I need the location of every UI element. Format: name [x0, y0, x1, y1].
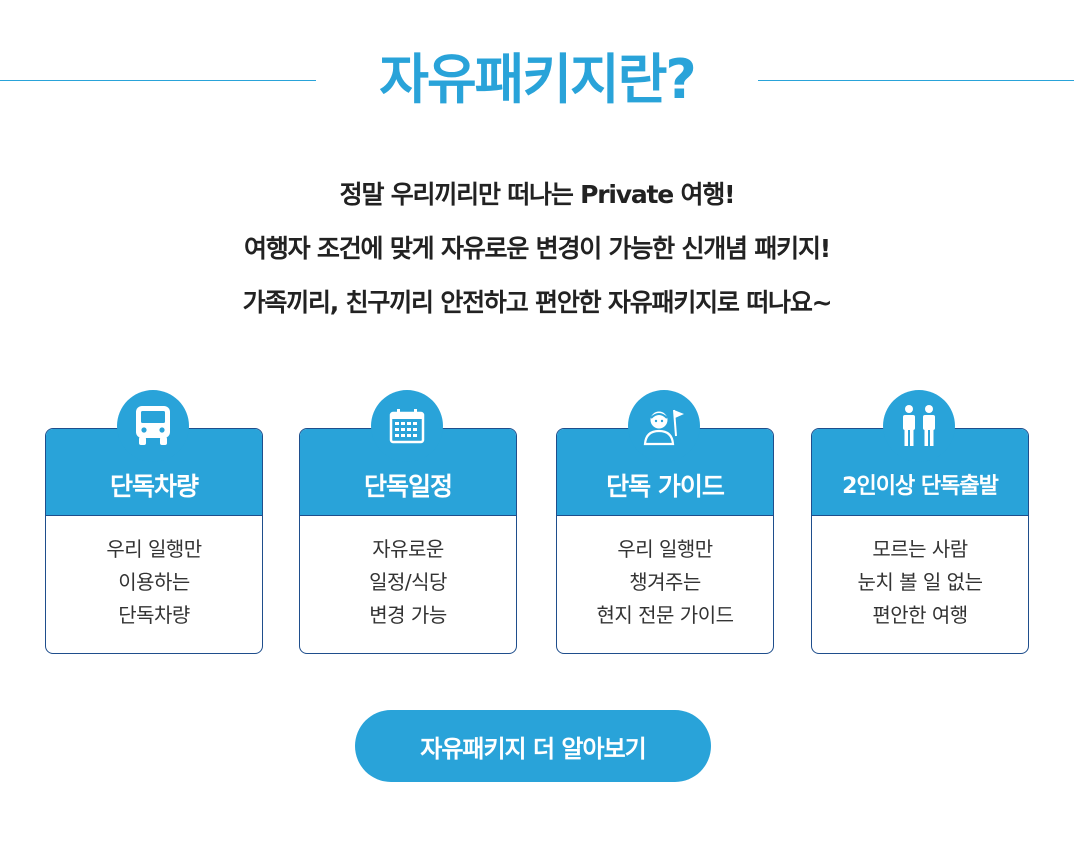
card-desc-line: 우리 일행만	[617, 537, 713, 561]
intro-text: 정말 우리끼리만 떠나는 Private 여행! 여행자 조건에 맞게 자유로운…	[0, 168, 1074, 330]
card-title: 2인이상 단독출발	[842, 474, 999, 499]
card-title: 단독차량	[109, 472, 199, 501]
two-people-icon-badge	[883, 390, 955, 462]
card-desc-line: 이용하는	[118, 570, 190, 594]
bus-icon-badge	[117, 390, 189, 462]
card-desc-line: 현지 전문 가이드	[596, 603, 734, 627]
card-description: 우리 일행만 챙겨주는 현지 전문 가이드	[557, 516, 773, 632]
card-desc-line: 일정/식당	[369, 570, 447, 594]
card-desc-line: 자유로운	[372, 537, 444, 561]
tour-guide-icon-badge	[628, 390, 700, 462]
card-description: 자유로운 일정/식당 변경 가능	[300, 516, 516, 632]
card-title: 단독일정	[363, 472, 453, 501]
title-divider-left	[0, 80, 316, 81]
bus-icon	[136, 406, 170, 445]
card-desc-line: 모르는 사람	[872, 537, 968, 561]
card-title: 단독 가이드	[606, 472, 725, 501]
card-desc-line: 챙겨주는	[629, 570, 701, 594]
card-description: 모르는 사람 눈치 볼 일 없는 편안한 여행	[812, 516, 1028, 632]
calendar-icon-badge	[371, 390, 443, 462]
page-title: 자유패키지란?	[379, 48, 696, 111]
card-desc-line: 변경 가능	[369, 603, 447, 627]
title-row: 자유패키지란?	[0, 40, 1074, 120]
learn-more-button[interactable]: 자유패키지 더 알아보기	[355, 710, 711, 782]
card-desc-line: 눈치 볼 일 없는	[857, 570, 983, 594]
card-description: 우리 일행만 이용하는 단독차량	[46, 516, 262, 632]
intro-line-3: 가족끼리, 친구끼리 안전하고 편안한 자유패키지로 떠나요~	[242, 288, 833, 317]
feature-card-private-schedule: 단독일정 자유로운 일정/식당 변경 가능	[299, 428, 517, 654]
card-desc-line: 우리 일행만	[106, 537, 202, 561]
card-desc-line: 단독차량	[118, 603, 190, 627]
intro-line-1: 정말 우리끼리만 떠나는 Private 여행!	[339, 180, 736, 209]
card-desc-line: 편안한 여행	[872, 603, 968, 627]
tour-guide-icon	[643, 409, 684, 446]
calendar-icon	[389, 409, 425, 444]
title-divider-right	[758, 80, 1074, 81]
two-people-icon	[903, 405, 935, 446]
intro-line-2: 여행자 조건에 맞게 자유로운 변경이 가능한 신개념 패키지!	[244, 234, 831, 263]
feature-card-private-guide: 단독 가이드 우리 일행만 챙겨주는 현지 전문 가이드	[556, 428, 774, 654]
